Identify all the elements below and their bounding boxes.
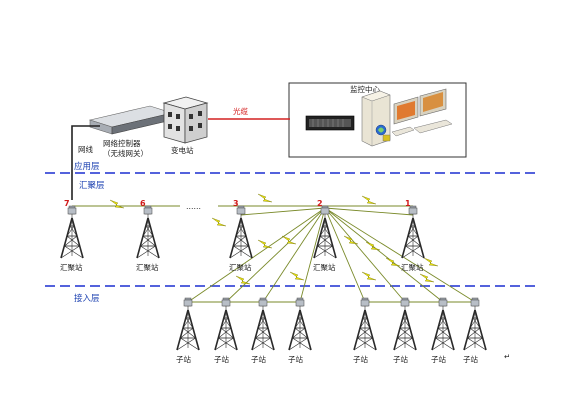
sub-station-label: 子站 (431, 354, 446, 364)
aggregation-station-label: 汇聚站 (136, 262, 159, 272)
radio-device-icon (183, 299, 193, 307)
monitor-icon (382, 88, 453, 142)
radio-device-icon (143, 207, 153, 215)
application-layer-label: 应用层 (74, 161, 100, 172)
sub-station-label: 子站 (214, 354, 229, 364)
radio-device-icon (408, 207, 418, 215)
lightning-bolt-icon (109, 193, 439, 285)
backbone-ellipsis: …… (186, 202, 201, 211)
aggregation-station: 3 汇聚站 (229, 199, 253, 272)
aggregation-station: 1 汇聚站 (401, 199, 425, 272)
radio-device-icon (470, 299, 480, 307)
station-number: 6 (140, 199, 146, 208)
sub-station: 子站 (353, 297, 377, 364)
aggregation-station: 7 汇聚站 (60, 199, 84, 272)
sub-station: 子站 (176, 297, 200, 364)
controller-label-line2: （无线网关） (103, 148, 148, 158)
sub-station: 子站 (251, 297, 275, 364)
monitor-center-label: 监控中心 (350, 84, 380, 94)
radio-device-icon (221, 299, 231, 307)
sub-station-label: 子站 (393, 354, 408, 364)
server-tower-icon (361, 90, 391, 147)
aggregation-station-label: 汇聚站 (401, 262, 424, 272)
network-cable-label: 网线 (78, 144, 93, 154)
access-layer-label: 接入层 (74, 293, 100, 304)
sub-station-label: 子站 (463, 354, 478, 364)
aggregation-station-label: 汇聚站 (229, 262, 252, 272)
substation-label: 变电站 (171, 145, 194, 155)
radio-device-icon (400, 299, 410, 307)
building-icon (162, 96, 209, 144)
radio-device-icon (360, 299, 370, 307)
radio-device-icon (236, 207, 246, 215)
access-links (187, 207, 476, 303)
network-cable (71, 125, 100, 200)
radio-device-icon (438, 299, 448, 307)
aggregation-layer-label: 汇聚层 (79, 181, 105, 191)
server-rack-icon (305, 115, 355, 131)
sub-station: 子站 (288, 297, 312, 364)
radio-device-icon (320, 207, 330, 215)
sub-station: 子站 (463, 297, 487, 364)
station-number: 2 (317, 199, 323, 208)
sub-station-label: 子站 (251, 354, 266, 364)
end-mark: ↵ (504, 352, 510, 361)
sub-station: 子站 (431, 297, 455, 364)
aggregation-station: 2 汇聚站 (313, 199, 337, 272)
sub-station: 子站 (214, 297, 238, 364)
rack-server-icon (88, 105, 174, 135)
radio-device-icon (67, 207, 77, 215)
radio-device-icon (295, 299, 305, 307)
aggregation-station-label: 汇聚站 (60, 262, 83, 272)
fiber-label: 光缆 (233, 106, 248, 116)
sub-station-label: 子站 (176, 354, 191, 364)
sub-station-label: 子站 (353, 354, 368, 364)
station-number: 1 (405, 199, 411, 208)
station-number: 7 (64, 199, 70, 208)
station-number: 3 (233, 199, 239, 208)
controller-label-line1: 网络控制器 (103, 138, 141, 148)
sub-station-label: 子站 (288, 354, 303, 364)
sub-station: 子站 (393, 297, 417, 364)
radio-device-icon (258, 299, 268, 307)
aggregation-station-label: 汇聚站 (313, 262, 336, 272)
aggregation-station: 6 汇聚站 (136, 199, 160, 272)
